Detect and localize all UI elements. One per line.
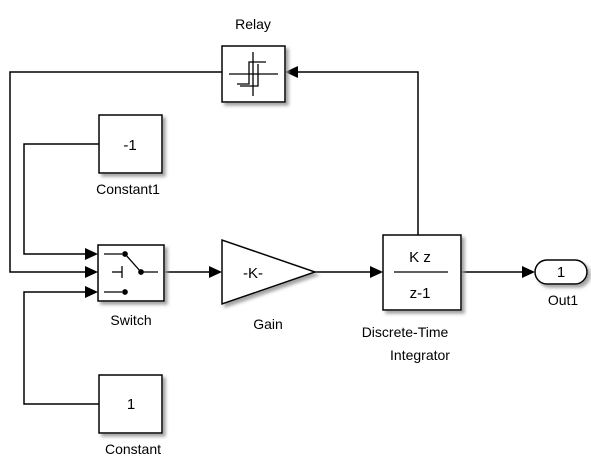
integrator-label-line2: Integrator — [390, 347, 450, 363]
wire-integrator-to-relay[interactable] — [298, 71, 419, 235]
arrowhead-switch-in1 — [85, 248, 98, 260]
gain-label: Gain — [253, 316, 283, 332]
wire-relay-to-switch[interactable] — [9, 71, 222, 273]
arrowhead-switch-in2 — [85, 266, 98, 278]
gain-block[interactable]: -K- Gain — [221, 238, 318, 332]
relay-label: Relay — [235, 16, 271, 32]
arrowhead-switch-in3 — [85, 286, 98, 298]
relay-block[interactable]: Relay — [221, 16, 286, 103]
integrator-label-line1: Discrete-Time — [362, 324, 449, 340]
arrowhead-gain-in — [209, 266, 222, 278]
constant1-label: Constant1 — [96, 181, 160, 197]
constant-label: Constant — [105, 441, 161, 457]
wire-constant-to-switch[interactable] — [23, 291, 99, 405]
relay-icon — [229, 52, 278, 96]
out1-block[interactable]: 1 Out1 — [534, 259, 588, 308]
constant-value: 1 — [127, 396, 135, 413]
out1-label: Out1 — [548, 292, 579, 308]
constant1-value: -1 — [123, 137, 136, 154]
arrowhead-relay-in — [285, 66, 298, 78]
integrator-denominator: z-1 — [410, 285, 431, 302]
switch-icon — [104, 251, 158, 295]
out1-value: 1 — [557, 264, 565, 281]
wire-constant1-to-switch[interactable] — [23, 143, 99, 255]
integrator-numerator: K z — [409, 249, 431, 266]
arrowhead-integrator-in — [370, 266, 383, 278]
arrowhead-out1-in — [522, 266, 535, 278]
constant1-block[interactable]: -1 Constant1 — [96, 114, 163, 197]
integrator-block[interactable]: K z z-1 Discrete-Time Integrator — [362, 234, 462, 363]
gain-value: -K- — [243, 265, 263, 282]
switch-label: Switch — [110, 312, 151, 328]
constant-block[interactable]: 1 Constant — [98, 374, 163, 457]
switch-block[interactable]: Switch — [97, 244, 165, 328]
